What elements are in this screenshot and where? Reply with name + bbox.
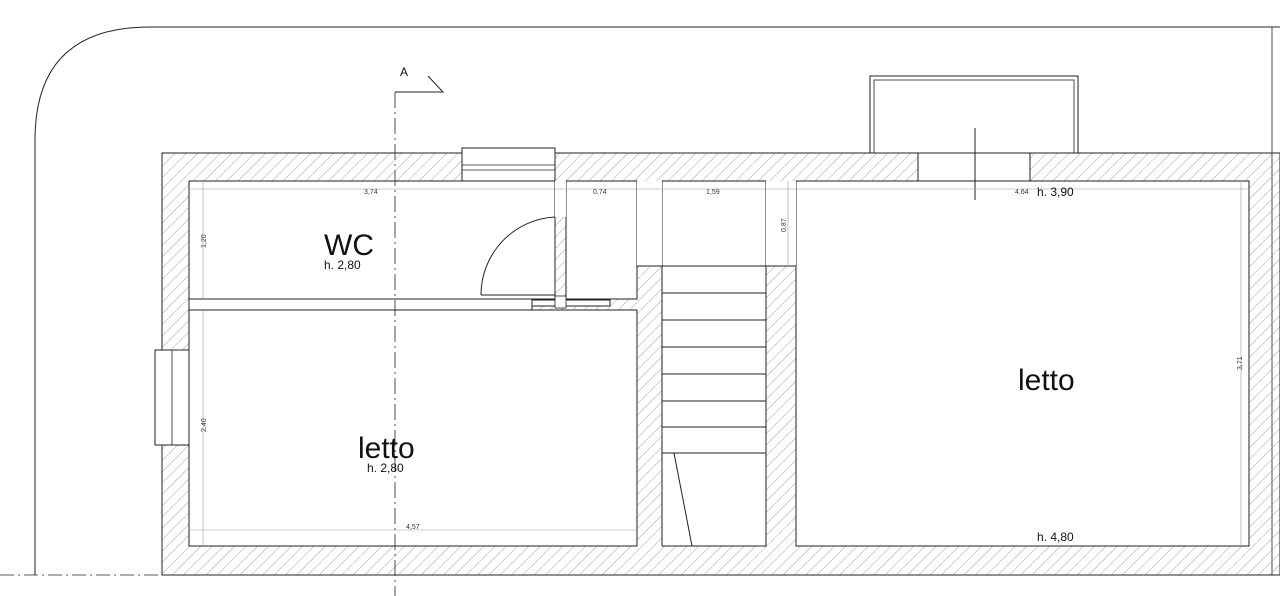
stair-top-gap (637, 181, 662, 266)
dimension-lines (189, 181, 1249, 546)
left-bedroom-name: letto (358, 432, 415, 465)
balcony (869, 75, 1079, 154)
dim-wc-depth: 1,20 (201, 234, 208, 248)
right-bedroom-name: letto (1018, 364, 1075, 397)
partition-wall (188, 298, 533, 311)
dim-landing-depth: 0,87 (781, 218, 788, 232)
site-boundary (34, 26, 1280, 575)
dim-left-room-width: 4,57 (406, 524, 420, 531)
walls (161, 152, 1280, 576)
wc-door-swing (480, 216, 556, 296)
wc-room-height: h. 2,80 (324, 258, 361, 272)
door-gap-wall (555, 181, 566, 217)
right-bedroom-height-bottom: h. 4,80 (1037, 530, 1074, 544)
wc-room-name: WC (324, 229, 374, 262)
dim-left-room-depth: 2,40 (201, 418, 208, 432)
left-bedroom-height: h. 2,80 (367, 461, 404, 475)
dim-wc-width: 3,74 (364, 189, 378, 196)
dim-right-room-depth: 3,71 (1237, 356, 1244, 370)
dim-right-room-width: 4,64 (1015, 189, 1029, 196)
section-label: A (400, 65, 408, 79)
dim-door-gap: 0,74 (593, 189, 607, 196)
stair-top-gap-right (766, 181, 796, 266)
window-top-left (461, 147, 556, 182)
sliding-door (531, 299, 611, 307)
staircase (637, 265, 796, 547)
dim-stair-width: 1,59 (706, 189, 720, 196)
right-bedroom-height-top: h. 3,90 (1037, 185, 1074, 199)
section-arrow (395, 75, 445, 93)
